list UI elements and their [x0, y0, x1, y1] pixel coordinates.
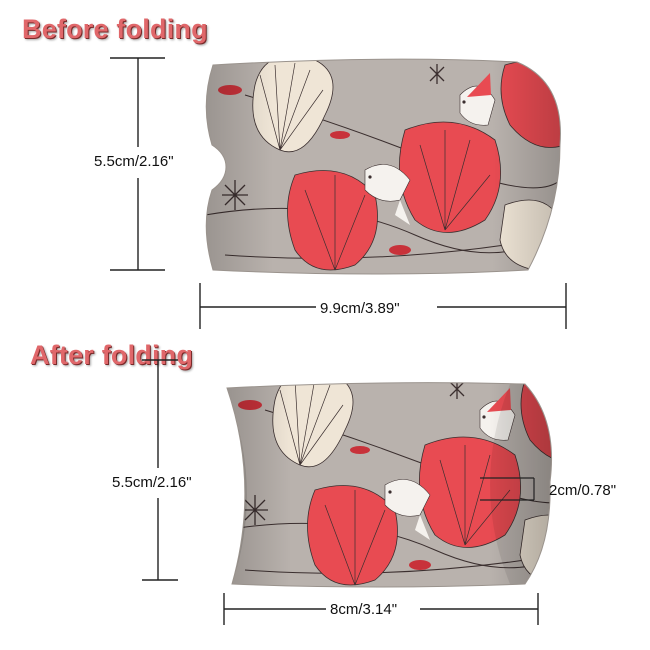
flat-pillow-box	[205, 58, 561, 275]
after-width-label: 8cm/3.14"	[330, 601, 398, 618]
dimension-after-width	[223, 593, 539, 625]
dimension-before-height	[110, 57, 165, 271]
before-height-label: 5.5cm/2.16"	[94, 153, 174, 170]
before-folding-heading: Before folding	[22, 14, 208, 44]
dimension-after-height	[142, 359, 178, 581]
dimension-after-gusset	[480, 477, 535, 501]
folded-pillow-box	[226, 382, 553, 588]
dimension-before-width	[199, 283, 567, 329]
after-gusset-label: 2cm/0.78"	[549, 482, 617, 499]
after-height-label: 5.5cm/2.16"	[112, 474, 192, 491]
before-width-label: 9.9cm/3.89"	[320, 300, 400, 317]
after-folding-heading: After folding	[30, 340, 194, 370]
